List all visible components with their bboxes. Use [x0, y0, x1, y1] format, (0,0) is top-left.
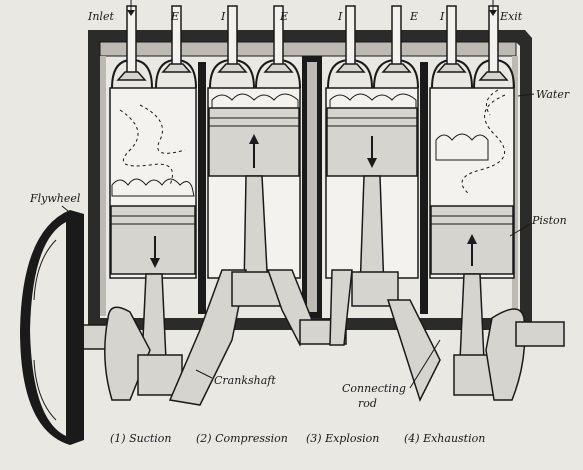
crankshaft-label: Crankshaft	[214, 374, 276, 387]
inlet-arrow-icon	[127, 0, 135, 16]
intake-gas-swirl	[111, 104, 195, 197]
exhaust-gas-swirl	[435, 89, 506, 196]
valve-letter-5: E	[409, 10, 418, 23]
valve-e-3	[381, 5, 412, 73]
piston-4	[430, 205, 514, 275]
caption-1: (1) Suction	[110, 432, 172, 445]
arrow-down-icon	[367, 158, 377, 168]
exit-arrow-icon	[489, 0, 497, 16]
valve-letter-4: I	[337, 10, 343, 23]
valve-e-1	[161, 5, 192, 73]
piston-2	[208, 107, 300, 177]
valve-letter-6: I	[439, 10, 445, 23]
valve-i-2	[217, 5, 248, 73]
burning-gas	[329, 93, 417, 109]
connecting-rod-label-line2: rod	[358, 397, 377, 410]
inlet-label: Inlet	[87, 10, 114, 23]
valve-i-4	[436, 5, 467, 73]
arrow-up-icon	[467, 234, 477, 244]
valve-letter-3: E	[279, 10, 288, 23]
arrow-up-icon	[249, 134, 259, 144]
exit-label: Exit	[499, 10, 523, 23]
connecting-rod-label-line1: Connecting	[342, 382, 406, 395]
valve-stems	[116, 5, 509, 81]
valve-letter-2: I	[220, 10, 226, 23]
piston-3	[326, 107, 418, 177]
arrow-down-icon	[150, 258, 160, 268]
piston-1	[110, 205, 196, 275]
valve-i-3	[335, 5, 366, 73]
flywheel-label: Flywheel	[29, 192, 81, 205]
valve-e-2	[263, 5, 294, 73]
caption-2: (2) Compression	[196, 432, 288, 445]
flywheel	[20, 210, 84, 445]
valve-letter-1: E	[170, 10, 179, 23]
piston-label: Piston	[531, 214, 567, 227]
caption-4: (4) Exhaustion	[404, 432, 485, 445]
caption-3: (3) Explosion	[306, 432, 379, 445]
valve-inlet-1	[116, 5, 147, 81]
compressed-gas	[211, 93, 299, 109]
water-label: Water	[536, 88, 570, 101]
